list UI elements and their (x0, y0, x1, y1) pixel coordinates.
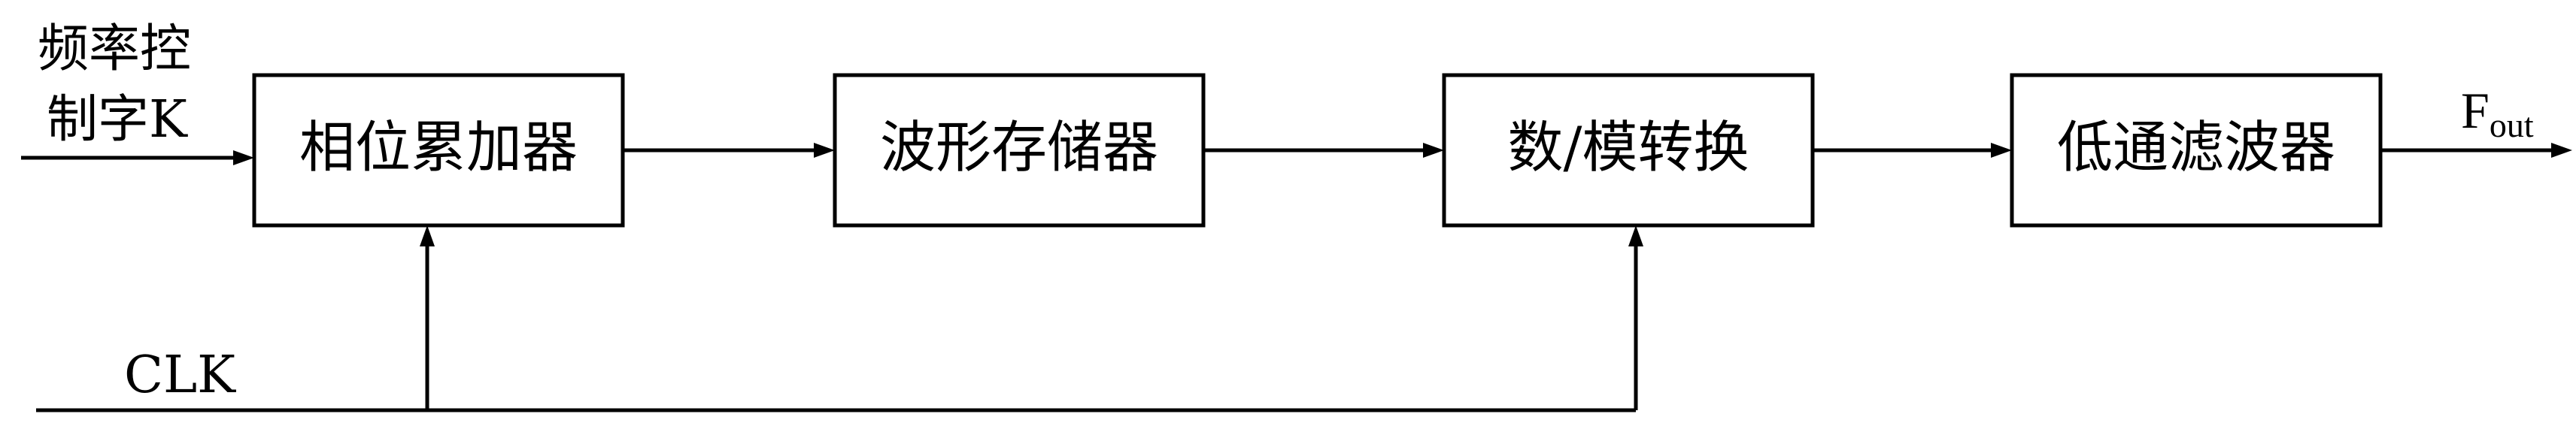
clock-to-dac-arrowhead (1628, 225, 1643, 246)
freq-word-label-line1: 频率控 (38, 20, 191, 79)
lowpass-filter-label: 低通滤波器 (2057, 115, 2335, 180)
output-label-subscript: out (2490, 106, 2534, 144)
waveform-memory-block: 波形存储器 (833, 73, 1206, 228)
dac-to-filter-arrowhead (1991, 143, 2012, 158)
clock-label: CLK (124, 346, 236, 405)
freq-word-arrowhead (233, 150, 254, 165)
phase-accumulator-block: 相位累加器 (252, 73, 625, 228)
memory-to-dac-arrowhead (1423, 143, 1444, 158)
output-label-main: F (2461, 82, 2490, 139)
waveform-memory-label: 波形存储器 (880, 115, 1158, 180)
dac-label: 数/模转换 (1508, 115, 1749, 180)
output-label: Fout (2461, 82, 2534, 144)
output-arrowhead (2551, 143, 2572, 158)
freq-word-label-line2: 制字K (47, 90, 188, 150)
dac-block: 数/模转换 (1442, 73, 1815, 228)
lowpass-filter-block: 低通滤波器 (2010, 73, 2383, 228)
phase-accumulator-label: 相位累加器 (299, 115, 578, 180)
accumulator-to-memory-arrowhead (814, 143, 835, 158)
clock-to-accumulator-arrowhead (420, 225, 435, 246)
